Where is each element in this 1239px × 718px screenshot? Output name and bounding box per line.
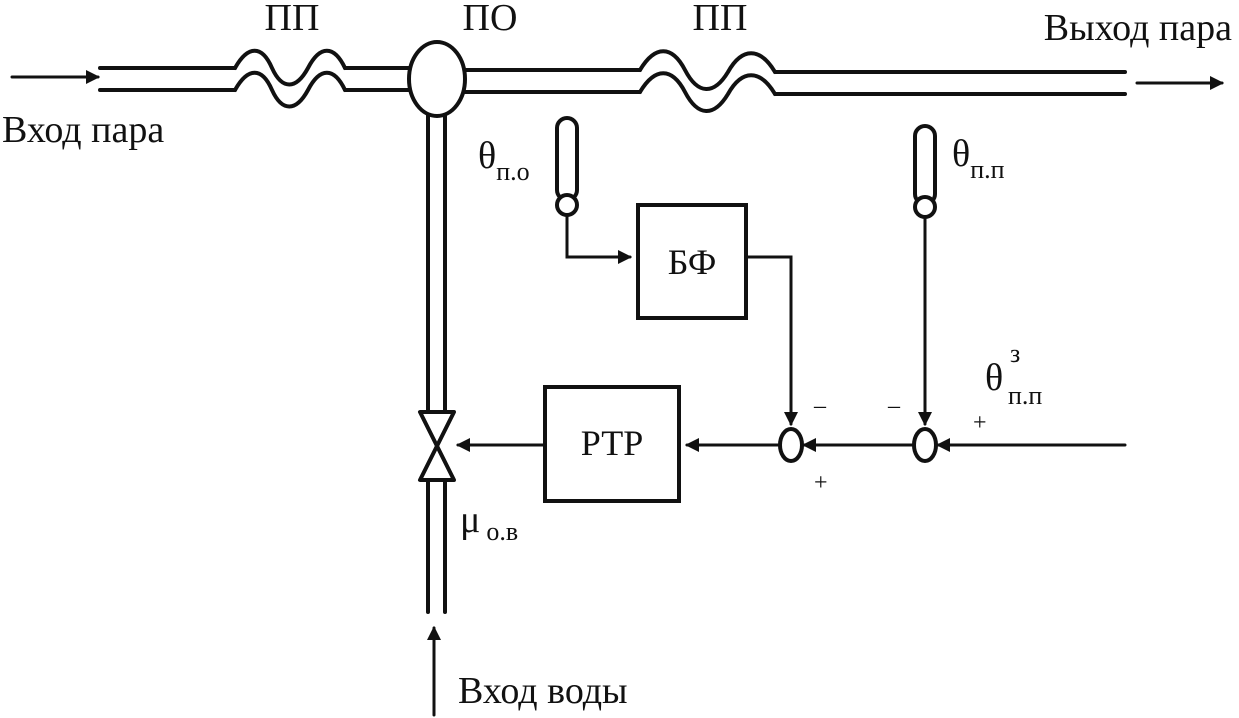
label-block-bf: БФ [668, 242, 717, 282]
block-bf [636, 203, 748, 320]
label-water-in: Вход воды [458, 670, 628, 712]
water-valve [418, 410, 456, 482]
signal-lines [456, 213, 1127, 452]
label-steam-in: Вход пара [2, 109, 164, 151]
sensor-theta-pp [913, 124, 937, 219]
sign-sum1-top: – [813, 393, 827, 419]
block-rtr [543, 385, 681, 503]
label-desuperheater: ПО [463, 0, 518, 39]
sign-sum2-right: + [973, 410, 987, 436]
symbol-theta-pp: θп.п [952, 133, 1005, 184]
steam-pipe [98, 66, 1127, 96]
sensor-theta-po [555, 116, 579, 217]
symbol-theta-pp-set-sub: п.п [1008, 381, 1042, 410]
label-superheater-right: ПП [693, 0, 748, 39]
label-block-rtr: РТР [581, 423, 643, 463]
sign-sum2-top: – [887, 393, 901, 419]
label-superheater-left: ПП [265, 0, 320, 39]
desuperheater-node [407, 40, 467, 118]
label-steam-out: Выход пара [1044, 7, 1232, 49]
sign-sum1-bottom: + [814, 470, 828, 496]
water-pipe [426, 113, 447, 614]
symbol-theta-pp-set-sup: з [1010, 339, 1020, 368]
symbol-theta-pp-set: θ [985, 357, 1003, 399]
summing-junction-1 [778, 427, 804, 463]
superheater-left-coil [233, 48, 347, 109]
summing-junction-2 [912, 427, 938, 463]
superheater-right-coil [638, 49, 777, 113]
symbol-theta-po: θп.о [478, 135, 530, 186]
